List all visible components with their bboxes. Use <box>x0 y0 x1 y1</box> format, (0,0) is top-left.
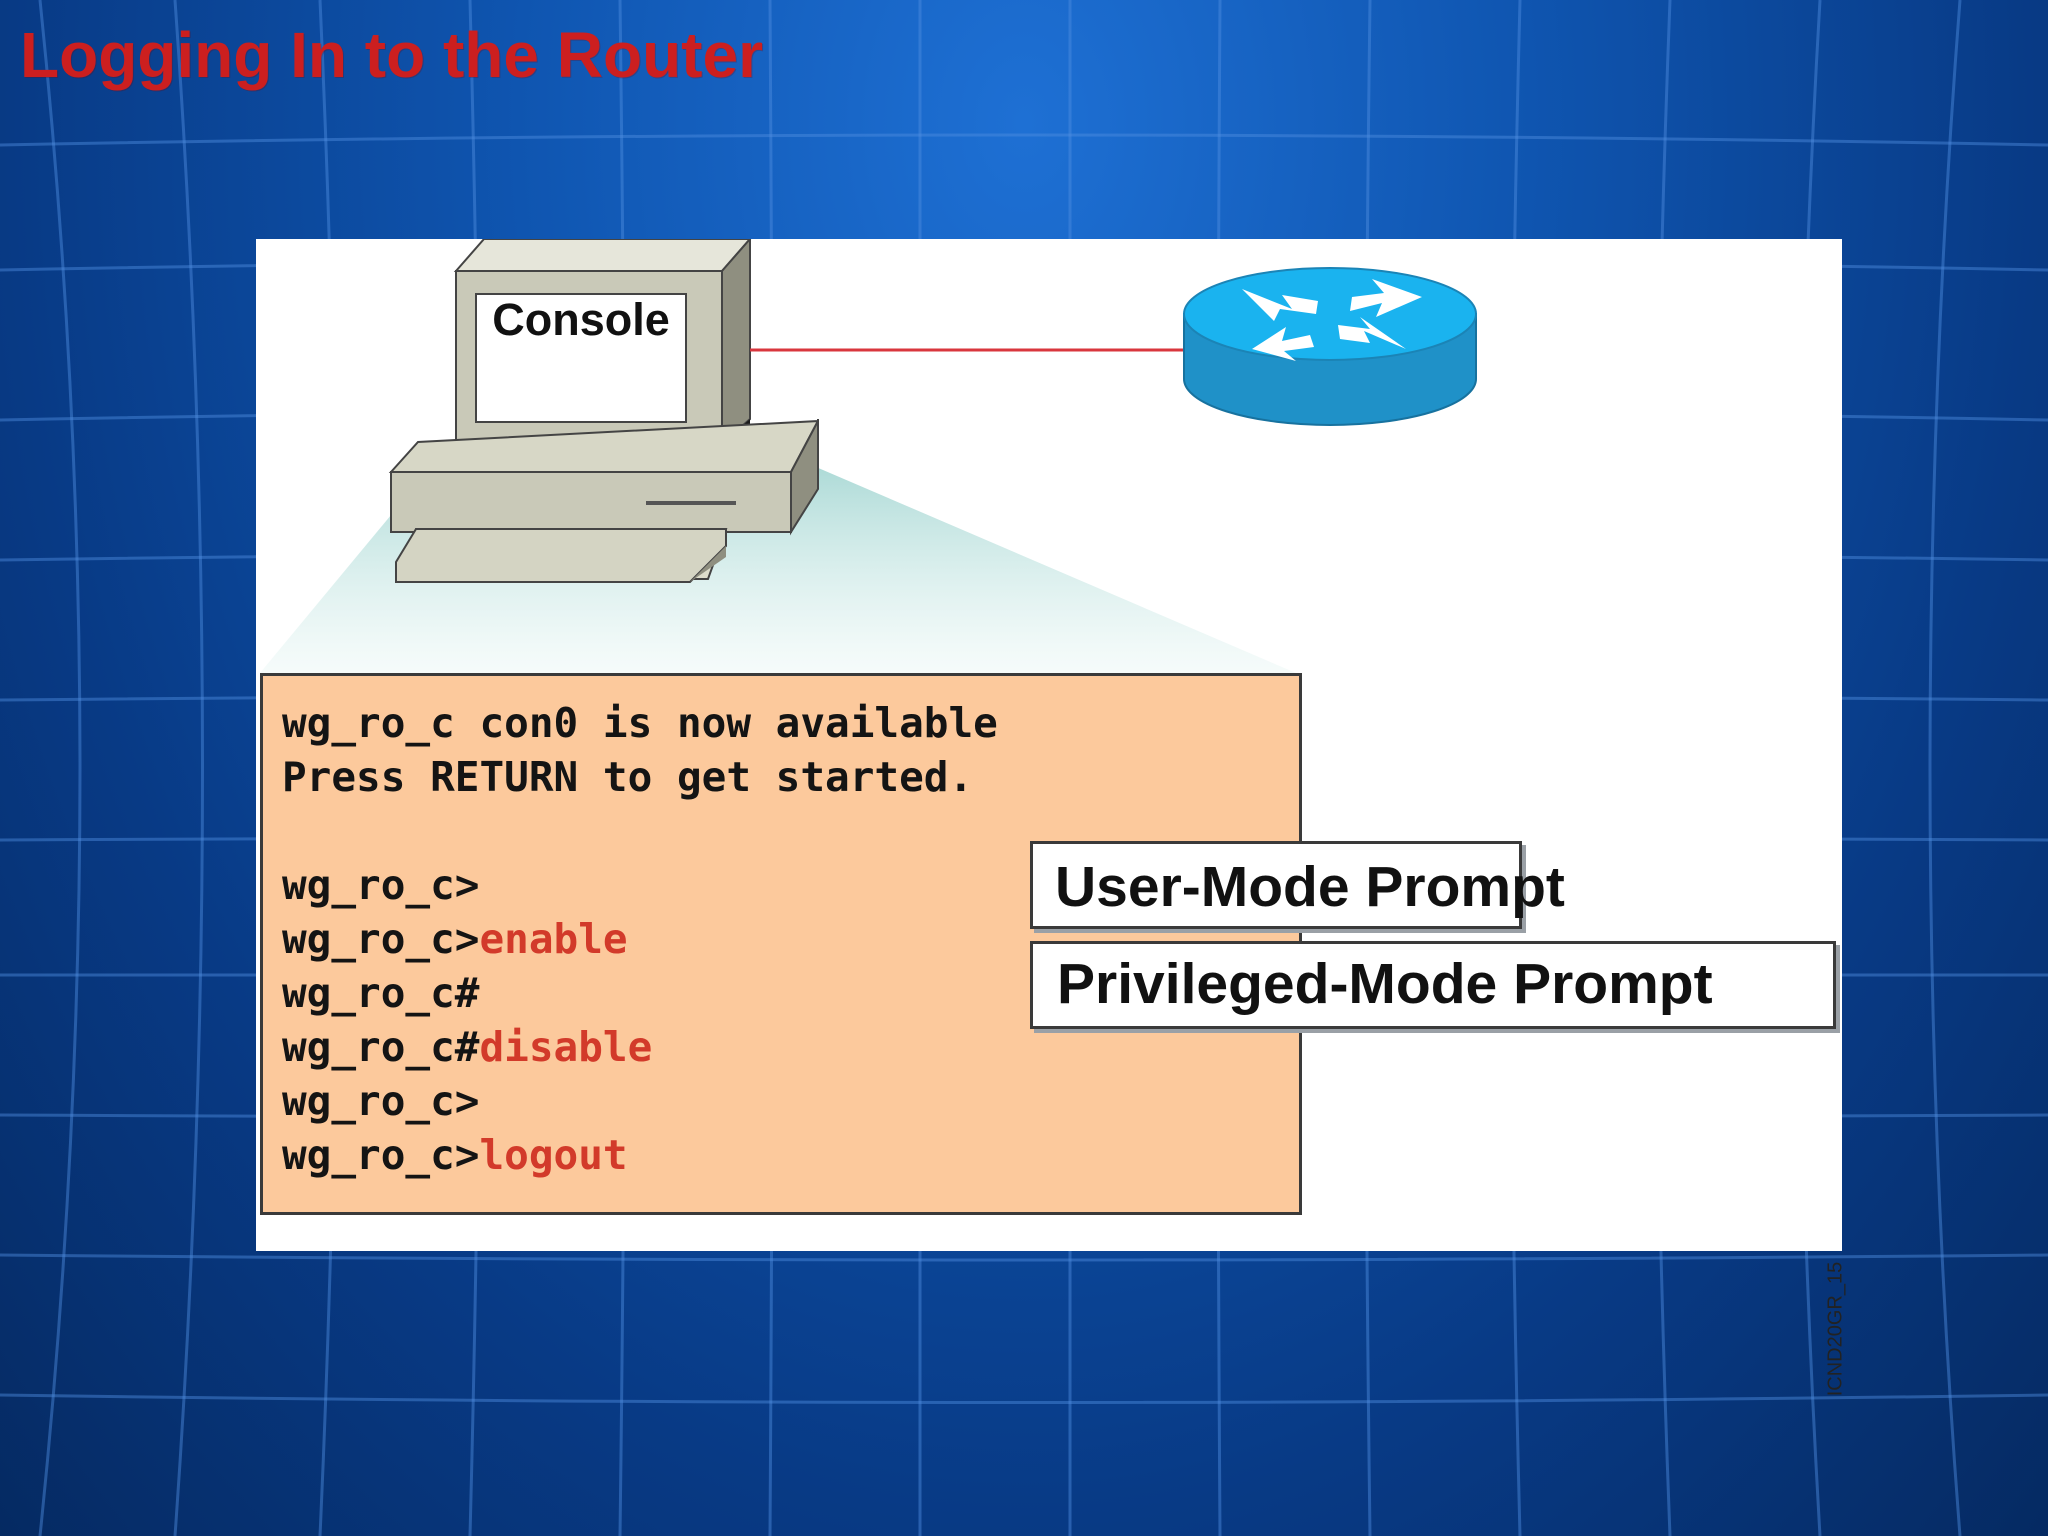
terminal-command: enable <box>479 915 628 963</box>
privileged-mode-callout: Privileged-Mode Prompt <box>1030 941 1836 1029</box>
terminal-line: wg_ro_c con0 is now available <box>282 696 1299 750</box>
terminal-prompt: wg_ro_c> <box>282 1077 480 1125</box>
terminal-line: wg_ro_c> <box>282 858 1299 912</box>
terminal-output: wg_ro_c con0 is now available Press RETU… <box>260 673 1302 1215</box>
slide-title: Logging In to the Router <box>20 19 763 91</box>
terminal-line: wg_ro_c>enable <box>282 912 1299 966</box>
terminal-line: wg_ro_c#disable <box>282 1020 1299 1074</box>
terminal-prompt: wg_ro_c> <box>282 915 480 963</box>
terminal-prompt: wg_ro_c# <box>282 1023 480 1071</box>
figure-id: ICND20GR_15 <box>1824 1261 1847 1397</box>
terminal-line: Press RETURN to get started. <box>282 750 1299 804</box>
console-computer-icon <box>388 239 819 583</box>
diagram-panel: Console wg_ro_c con0 is now available Pr… <box>256 239 1847 1396</box>
user-mode-callout: User-Mode Prompt <box>1030 841 1565 929</box>
terminal-text: wg_ro_c con0 is now available <box>282 699 998 747</box>
terminal-prompt: wg_ro_c# <box>282 969 480 1017</box>
terminal-prompt: wg_ro_c> <box>282 1131 480 1179</box>
console-label: Console <box>492 294 670 345</box>
terminal-line: wg_ro_c> <box>282 1074 1299 1128</box>
terminal-command: logout <box>479 1131 628 1179</box>
terminal-prompt: wg_ro_c> <box>282 861 480 909</box>
terminal-line: wg_ro_c>logout <box>282 1128 1299 1182</box>
router-icon <box>1183 267 1477 426</box>
terminal-text: Press RETURN to get started. <box>282 753 974 801</box>
terminal-line: wg_ro_c# <box>282 966 1299 1020</box>
terminal-command: disable <box>479 1023 653 1071</box>
